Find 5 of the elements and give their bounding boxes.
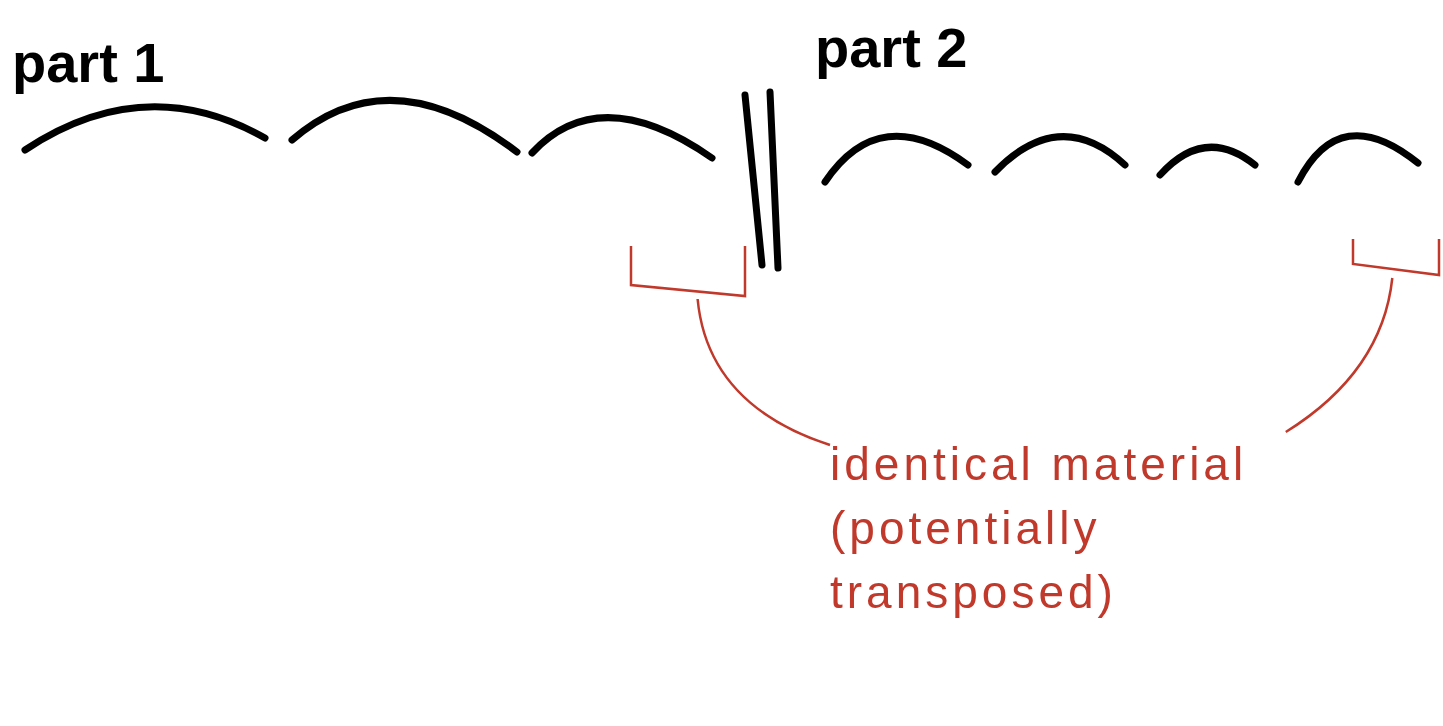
- leader-line: [1285, 277, 1394, 434]
- annotation-text: identical material (potentially transposed): [830, 432, 1260, 722]
- bracket: [1350, 236, 1442, 278]
- leader-line: [696, 298, 831, 447]
- bracket: [628, 243, 748, 299]
